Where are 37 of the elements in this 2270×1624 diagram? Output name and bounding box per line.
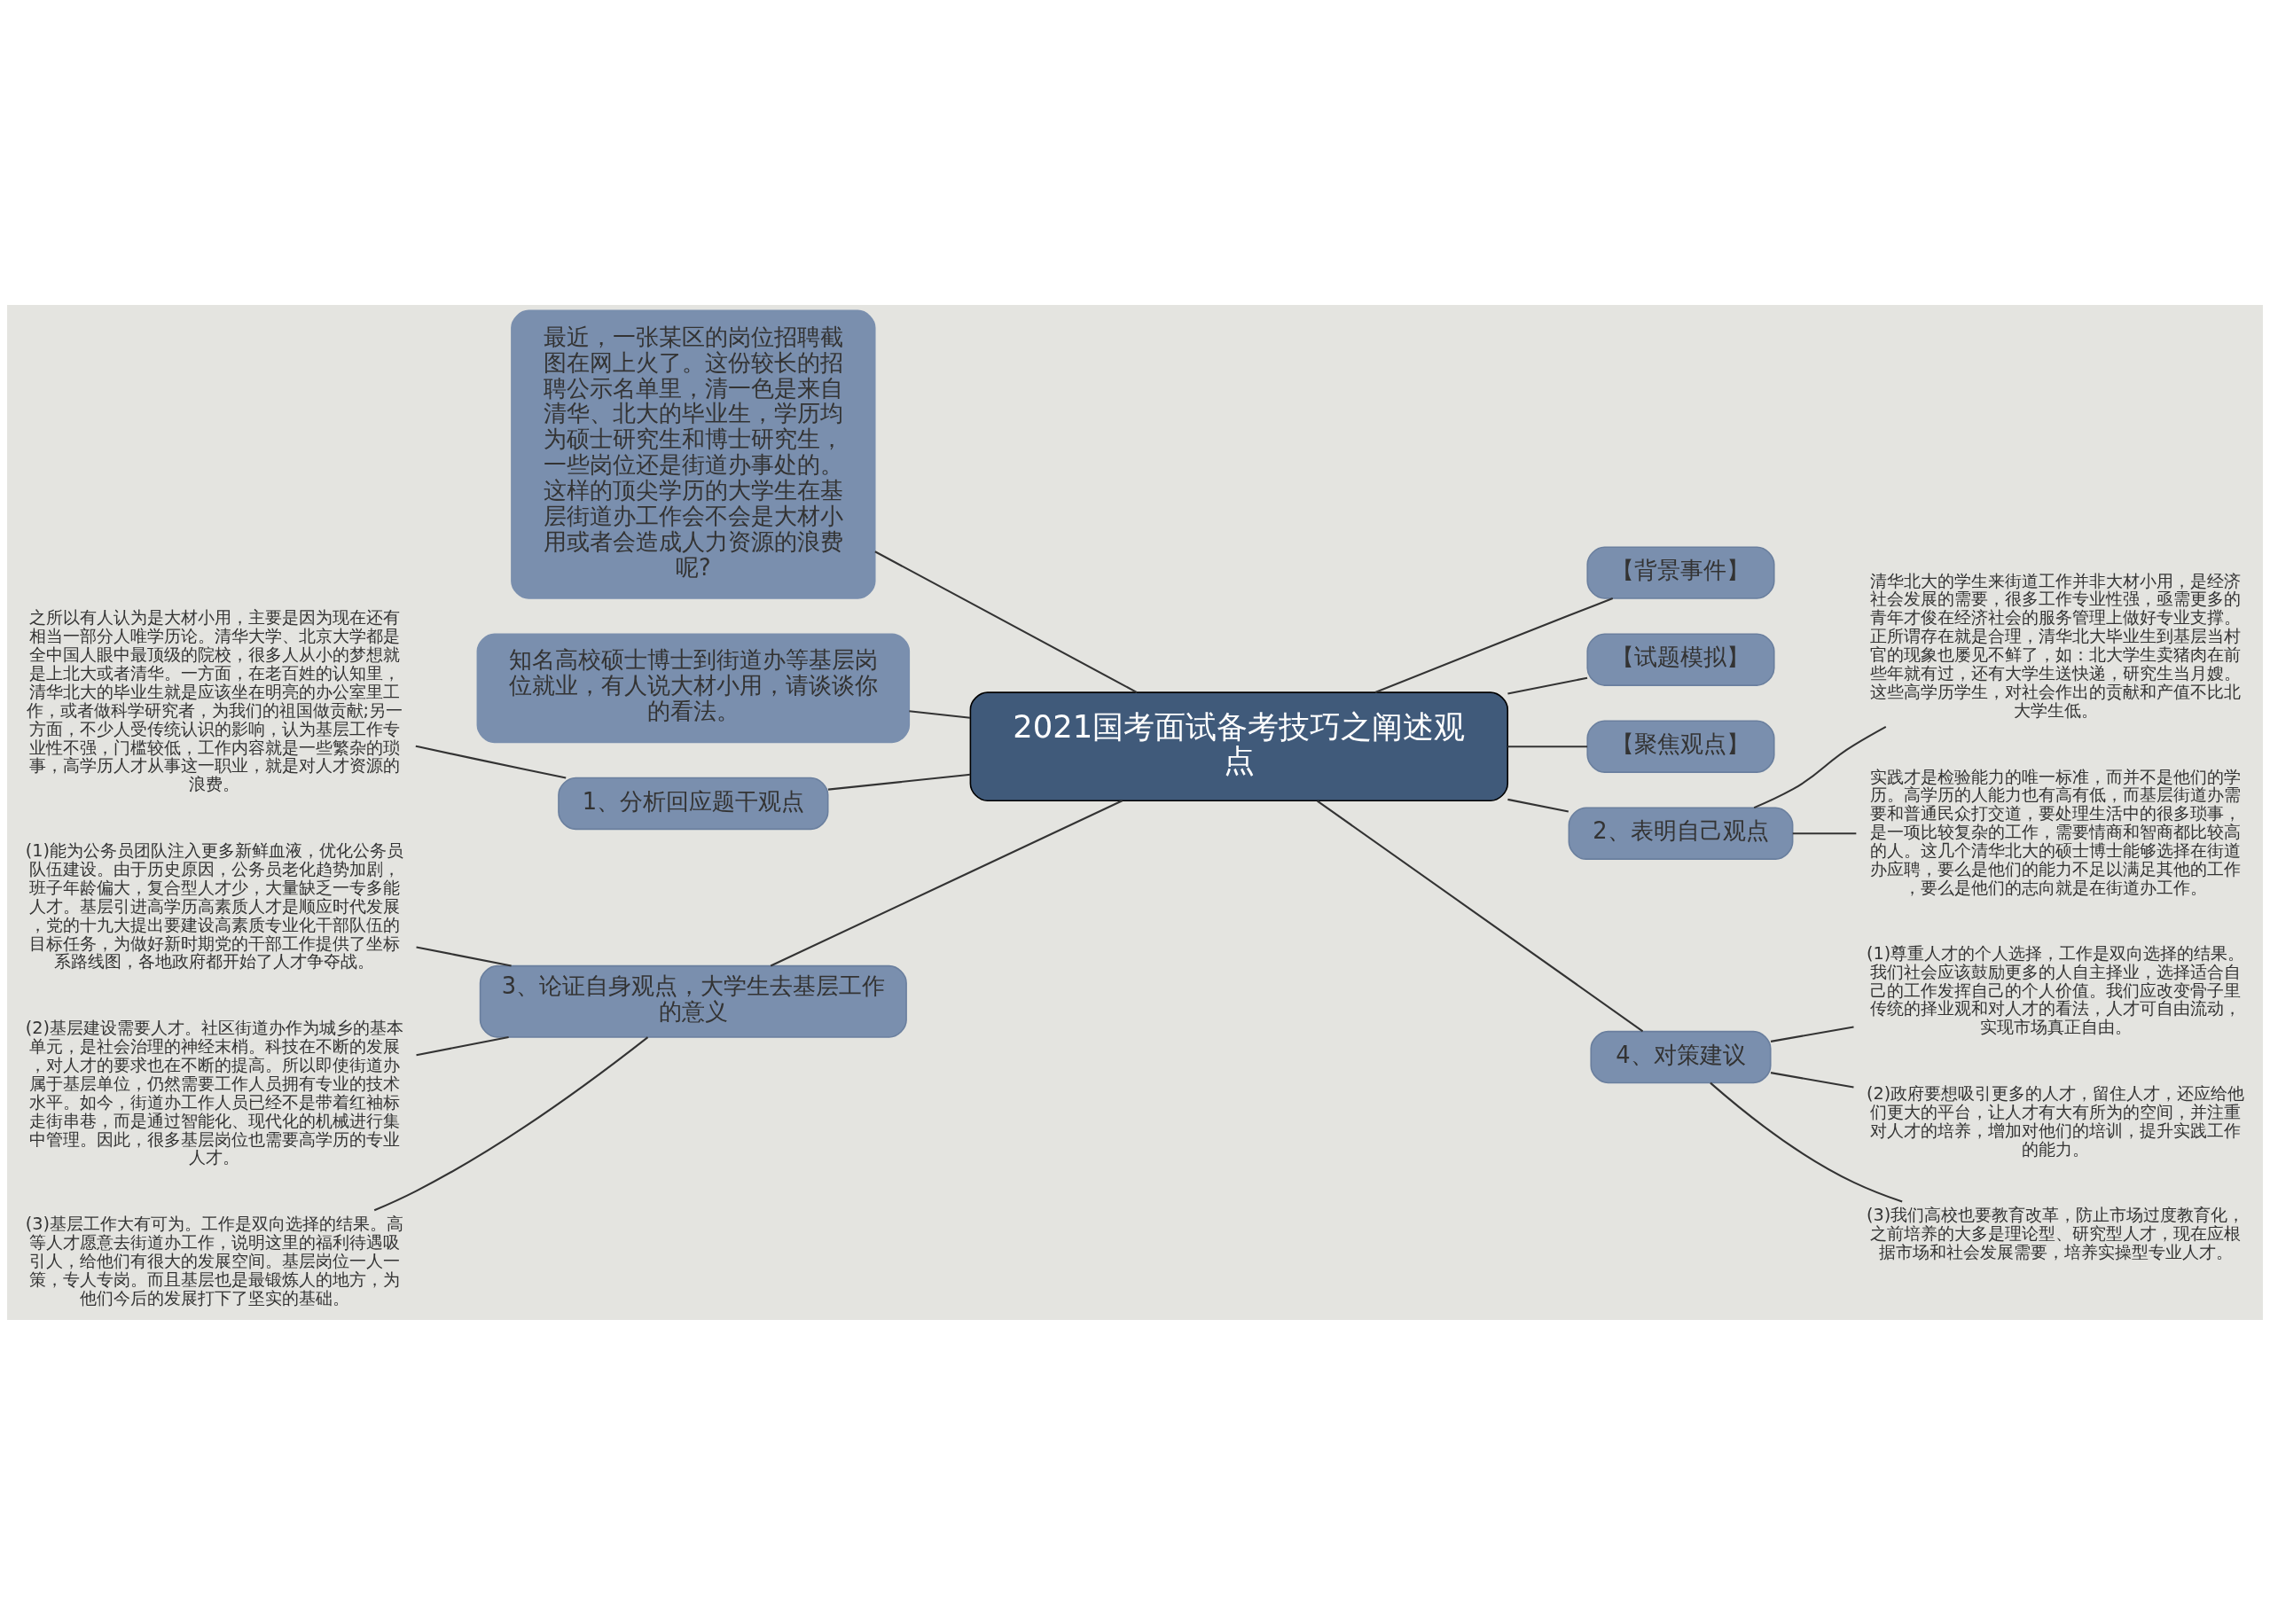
connector <box>1374 597 1614 693</box>
node-text: 实践才是检验能力的唯一标准，而并不是他们的学历。高学历的人能力也有高有低，而基层街道办需要和普通民众打交道，要处理生活中的很多琐事，是一项比较复杂的工作，需要情商和智商都比较高的人。这几个清华北大的硕士博士能够选择在街道办应聘，要么是他们的能力不足以满足其他的工作，要么是他们的志向就是在街道办工作。 <box>1870 766 2242 898</box>
connector <box>1770 1025 1854 1042</box>
connector <box>1507 798 1569 812</box>
connector <box>415 745 567 778</box>
node-box: 【聚焦观点】 <box>1586 719 1775 773</box>
connector <box>1753 725 1887 808</box>
node-text: 之所以有人认为是大材小用，主要是因为现在还有相当一部分人唯学历论。清华大学、北京大学都是全中国人眼中最顶级的院校，很多人从小的梦想就是上北大或者清华。一方面，在老百姓的认知里，清华北大的毕业生就是应该坐在明亮的办公室里工作，或者做科学研究者，为我们的祖国做贡献;另一方面，不少人受传统认识的影响，认为基层工作专业性不强，门槛较低，工作内容就是一些繁杂的琐事，高学历人才从事这一职业，就是对人才资源的浪费。 <box>26 606 403 794</box>
node-box: 【背景事件】 <box>1586 545 1775 599</box>
node-box: 4、对策建议 <box>1590 1030 1772 1083</box>
connector <box>827 773 971 791</box>
connector <box>1507 745 1588 747</box>
node-box: 知名高校硕士博士到街道办等基层岗位就业，有人说大材小用，请谈谈你的看法。 <box>476 632 911 743</box>
node-text: (1)尊重人才的个人选择，工作是双向选择的结果。我们社会应该鼓励更多的人自主择业，选择适合自己的工作发挥自己的个人价值。我们应改变骨子里传统的择业观和对人才的看法，人才可自由流动，实现市场真正自由。 <box>1866 942 2245 1037</box>
node-box: 1、分析回应题干观点 <box>558 777 829 830</box>
connector <box>770 799 1123 966</box>
connector <box>909 709 971 719</box>
node-text: 清华北大的学生来街道工作并非大材小用，是经济社会发展的需要，很多工作专业性强，亟需更多的青年才俊在经济社会的服务管理上做好专业支撑。正所谓存在就是合理，清华北大毕业生到基层当村官的现象也屡见不鲜了，如：北大学生卖猪肉在前些年就有过，还有大学生送快递，研究生当月嫂。这些高学历学生，对社会作出的贡献和产值不比北大学生低。 <box>1870 570 2242 721</box>
node-text: (3)我们高校也要教育改革，防止市场过度教育化，之前培养的大多是理论型、研究型人才，现在应根据市场和社会发展需要，培养实操型专业人才。 <box>1866 1204 2245 1262</box>
node-box: 最近，一张某区的岗位招聘截图在网上火了。这份较长的招聘公示名单里，清一色是来自清华、北大的毕业生，学历均为硕士研究生和博士研究生，一些岗位还是街道办事处的。这样的顶尖学历的大学生在基层街道办工作会不会是大材小用或者会造成人力资源的浪费呢? <box>511 309 876 599</box>
node-text: (2)政府要想吸引更多的人才，留住人才，还应给他们更大的平台，让人才有大有所为的空间，并注重对人才的培养，增加对他们的培训，提升实践工作的能力。 <box>1866 1082 2245 1159</box>
connector <box>373 1035 649 1211</box>
connector <box>416 945 512 967</box>
connector <box>1710 1081 1903 1203</box>
connector <box>416 1035 509 1056</box>
connector <box>1770 1071 1854 1089</box>
node-text: (1)能为公务员团队注入更多新鲜血液，优化公务员队伍建设。由于历史原因，公务员老化趋势加剧，班子年龄偏大，复合型人才少，大量缺乏一专多能人才。基层引进高学历高素质人才是顺应时代发展，党的十九大提出要建设高素质专业化干部队伍的目标任务，为做好新时期党的干部工作提供了坐标系路线图，各地政府都开始了人才争夺战。 <box>25 839 404 972</box>
connector <box>874 550 1138 693</box>
connector <box>1317 800 1644 1032</box>
node-box: 【试题模拟】 <box>1586 632 1775 686</box>
node-box: 2021国考面试备考技巧之阐述观点 <box>969 691 1509 801</box>
node-text: (2)基层建设需要人才。社区街道办作为城乡的基本单元，是社会治理的神经末梢。科技在不断的发展，对人才的要求也在不断的提高。所以即使街道办属于基层单位，仍然需要工作人员拥有专业的技术水平。如今，街道办工作人员已经不是带着红袖标走街串巷，而是通过智能化、现代化的机械进行集中管理。因此，很多基层岗位也需要高学历的专业人才。 <box>25 1017 404 1167</box>
node-text: (3)基层工作大有可为。工作是双向选择的结果。高等人才愿意去街道办工作，说明这里的福利待遇吸引人，给他们有很大的发展空间。基层岗位一人一策，专人专岗。而且基层也是最锻炼人的地方，为他们今后的发展打下了坚实的基础。 <box>25 1213 404 1308</box>
connector <box>1792 832 1857 834</box>
node-box: 2、表明自己观点 <box>1568 806 1794 860</box>
connector <box>1507 676 1588 694</box>
node-box: 3、论证自身观点，大学生去基层工作的意义 <box>479 964 907 1038</box>
